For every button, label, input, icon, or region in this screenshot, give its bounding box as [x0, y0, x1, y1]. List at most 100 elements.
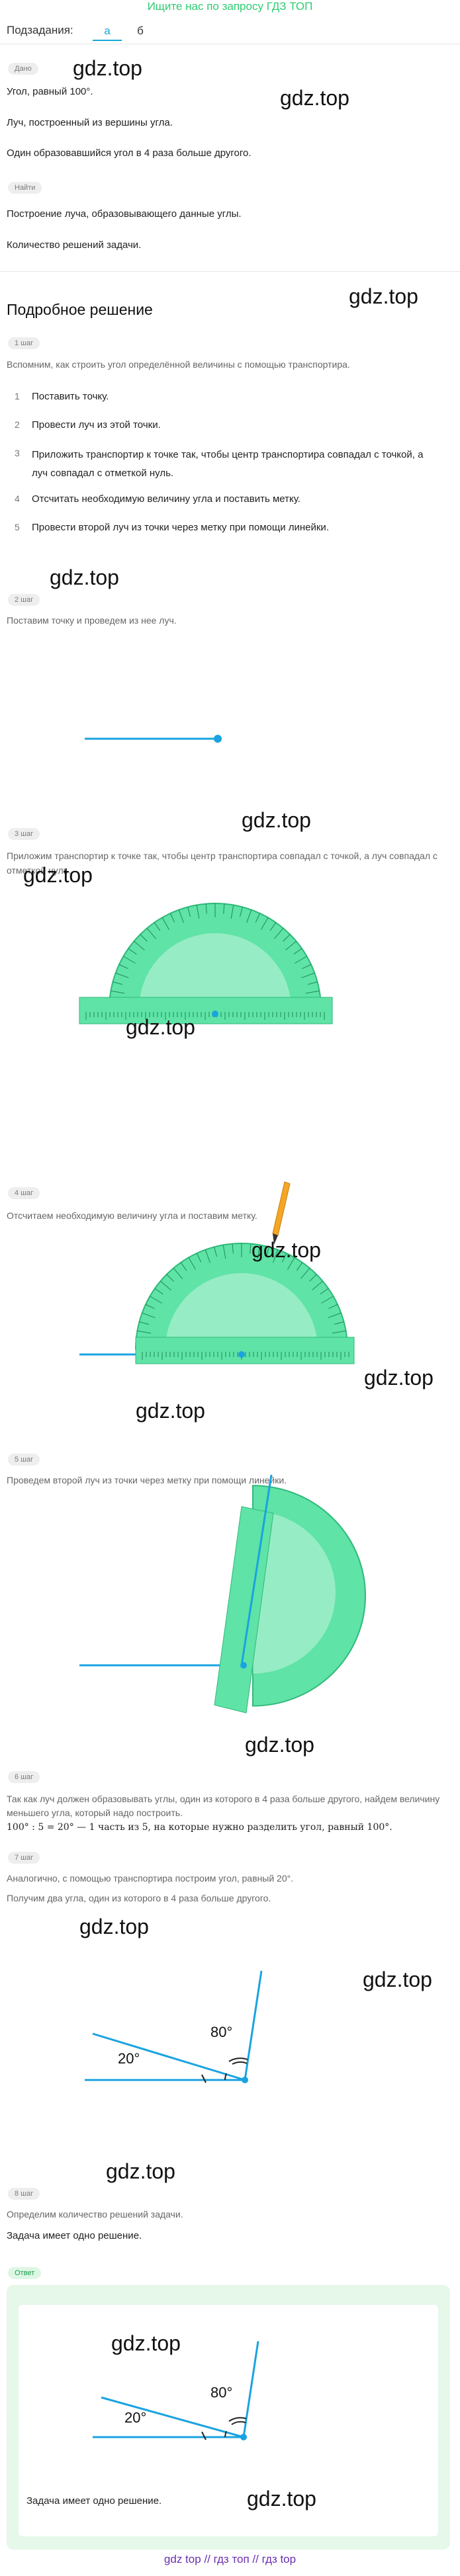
- protractor-tick: [196, 905, 200, 919]
- protractor-tick: [150, 1296, 162, 1304]
- step-5-chip: 5 шаг: [8, 1454, 40, 1466]
- pencil: [272, 1181, 291, 1236]
- step-7-chip: 7 шаг: [8, 1852, 40, 1864]
- ruler-ticks: [85, 1012, 325, 1020]
- big-angle-label: 80°: [210, 2024, 232, 2040]
- step-6-text: Так как луч должен образовывать углы, од…: [7, 1794, 440, 1818]
- tab-b[interactable]: б: [137, 24, 144, 37]
- protractor-tick: [321, 1296, 334, 1304]
- watermark: gdz.top: [363, 1968, 432, 1991]
- second-ray-line: [240, 1474, 273, 1666]
- watermark: gdz.top: [79, 1915, 149, 1938]
- footer-links[interactable]: gdz top // гдз топ // гдз top: [163, 2553, 297, 2565]
- protractor-tick: [283, 934, 291, 942]
- list-item: Провести луч из этой точки.: [32, 419, 161, 431]
- watermark: gdz.top: [252, 1238, 321, 1262]
- step-1-intro: Вспомним, как строить угол определённой …: [7, 359, 350, 370]
- answer-box: gdz.top 20° 80° gdz.top Задача имеет одн…: [7, 2285, 450, 2550]
- protractor-tick: [269, 922, 277, 931]
- step-6-formula: 100° : 5 = 20° — 1 часть из 5, на которы…: [7, 1822, 392, 1833]
- big-angle-arc: [228, 2417, 247, 2422]
- step-7-text-2: Получим два угла, один из которого в 4 р…: [7, 1893, 271, 1903]
- side-ray: [244, 1970, 263, 2081]
- step-3-text: Приложим транспортир к точке так, чтобы …: [7, 851, 437, 876]
- protractor-tick: [178, 909, 184, 923]
- protractor-tick: [273, 928, 284, 939]
- protractor-tick: [246, 909, 252, 923]
- step-7-angle-figure: 20° 80°: [85, 1970, 263, 2083]
- ray-point: [240, 1662, 247, 1669]
- find-line-2: Количество решений задачи.: [7, 239, 142, 251]
- top-search-hint[interactable]: Ищите нас по запросу ГДЗ ТОП: [147, 0, 313, 13]
- small-angle-label: 20°: [118, 2050, 140, 2067]
- subtasks-nav: Подзадания: а б: [7, 20, 453, 42]
- angle-tick: [201, 2074, 207, 2083]
- protractor-tick: [273, 1249, 279, 1263]
- divider: [0, 271, 460, 272]
- middle-ray: [92, 2032, 246, 2081]
- protractor-tick: [187, 907, 191, 917]
- step-8-text-1: Определим количество решений задачи.: [7, 2209, 183, 2220]
- protractor-tick: [111, 990, 125, 994]
- protractor-tick: [160, 1280, 171, 1291]
- protractor-arc: [252, 1485, 366, 1707]
- protractor-tick: [161, 917, 169, 930]
- big-angle-label: 80°: [210, 2384, 232, 2401]
- subtasks-label: Подзадания:: [7, 24, 73, 36]
- ruler: [135, 1337, 355, 1364]
- protractor-tick: [145, 1304, 155, 1309]
- protractor-tick: [169, 913, 175, 923]
- step-2-ray-figure: [85, 735, 222, 743]
- protractor-tick: [266, 1247, 269, 1257]
- watermark: gdz.top: [247, 2487, 316, 2511]
- step-2-chip: 2 шаг: [8, 594, 40, 606]
- side-ray: [242, 2341, 259, 2438]
- pencil-tip: [273, 1233, 278, 1245]
- protractor-tick: [123, 956, 136, 964]
- watermark: gdz.top: [349, 284, 418, 308]
- protractor-tick: [320, 1288, 329, 1295]
- protractor-tick: [188, 1257, 196, 1270]
- answer-text: Задача имеет одно решение.: [26, 2495, 162, 2507]
- protractor-tick: [222, 1245, 226, 1259]
- protractor-tick: [137, 1330, 152, 1334]
- watermark: gdz.top: [106, 2159, 175, 2183]
- step-2-text: Поставим точку и проведем из нее луч.: [7, 615, 177, 626]
- protractor-arc: [108, 903, 322, 1010]
- list-item: Приложить транспортир к точке так, чтобы…: [32, 449, 424, 479]
- protractor-tick: [300, 1268, 310, 1279]
- step-8-chip: 8 шаг: [8, 2188, 40, 2200]
- protractor-tick: [139, 1321, 150, 1325]
- protractor-tick: [257, 1245, 261, 1259]
- protractor-tick: [154, 922, 161, 931]
- protractor-inner: [165, 1273, 318, 1349]
- protractor-tick: [134, 940, 145, 951]
- given-line-2: Луч, построенный из вершины угла.: [7, 117, 173, 128]
- protractor-tick: [281, 1253, 287, 1263]
- tab-a[interactable]: а: [93, 22, 122, 41]
- protractor-tick: [332, 1330, 346, 1334]
- protractor-tick: [205, 903, 207, 914]
- ray-point: [212, 1011, 218, 1017]
- protractor-tick: [328, 1312, 342, 1318]
- step-5-text: Проведем второй луч из точки через метку…: [7, 1475, 287, 1485]
- middle-ray: [101, 2396, 244, 2438]
- watermark: gdz.top: [126, 1015, 195, 1039]
- protractor-tick: [180, 1262, 187, 1271]
- watermark: gdz.top: [23, 863, 93, 887]
- protractor-tick: [115, 972, 129, 978]
- answer-angle-figure: 20° 80°: [93, 2341, 259, 2440]
- given-line-1: Угол, равный 100°.: [7, 86, 93, 97]
- find-chip: Найти: [8, 182, 42, 194]
- protractor-tick: [232, 1243, 234, 1254]
- find-line-1: Построение луча, образовывающего данные …: [7, 208, 242, 220]
- small-angle-arc: [224, 2431, 227, 2438]
- protractor-tick: [196, 1253, 202, 1263]
- protractor-arc: [134, 1243, 349, 1350]
- answer-inner: gdz.top 20° 80° gdz.top Задача имеет одн…: [19, 2305, 438, 2536]
- protractor-tick: [307, 981, 318, 985]
- ruler-ticks: [142, 1352, 349, 1360]
- list-number: 4: [15, 493, 20, 504]
- step-4-text: Отсчитаем необходимую величину угла и по…: [7, 1210, 257, 1221]
- list-item: Провести второй луч из точки через метку…: [32, 522, 329, 533]
